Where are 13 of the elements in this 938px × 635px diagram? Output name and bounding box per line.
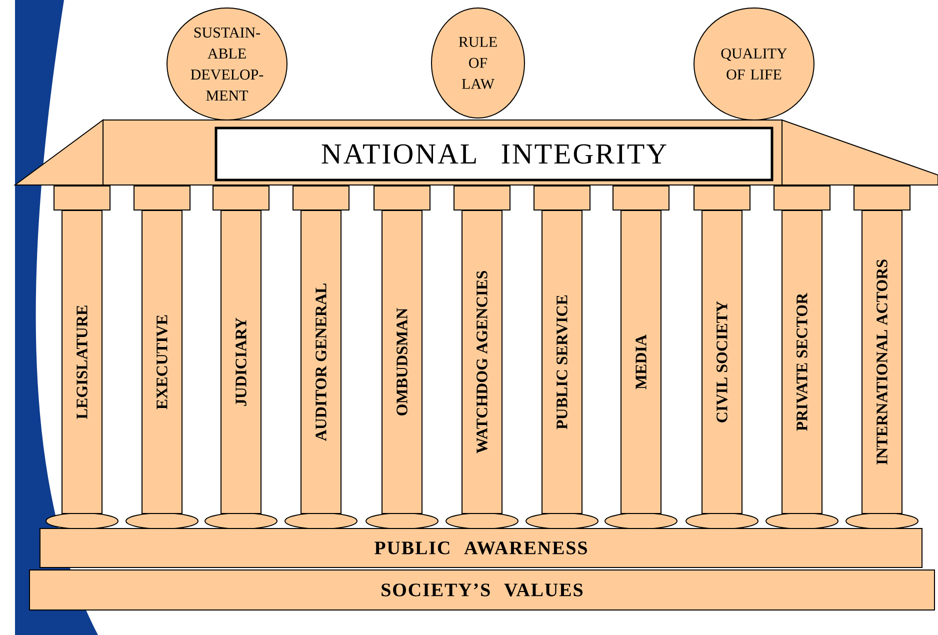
pillar: WATCHDOG AGENCIES: [446, 186, 518, 530]
pillar: OMBUDSMAN: [366, 186, 438, 530]
title-box: NATIONAL INTEGRITY: [214, 126, 774, 182]
pillar: PUBLIC SERVICE: [526, 186, 598, 530]
pillar: INTERNATIONAL ACTORS: [846, 186, 918, 530]
pillar: EXECUTIVE: [126, 186, 198, 530]
pillar: CIVIL SOCIETY: [686, 186, 758, 530]
pillar: PRIVATE SECTOR: [766, 186, 838, 530]
base-step: SOCIETY’S VALUES: [29, 569, 935, 610]
pillar: MEDIA: [604, 186, 678, 530]
pillar: AUDITOR GENERAL: [284, 186, 358, 530]
pillar: JUDICIARY: [204, 186, 278, 530]
pillar: LEGISLATURE: [46, 186, 118, 530]
